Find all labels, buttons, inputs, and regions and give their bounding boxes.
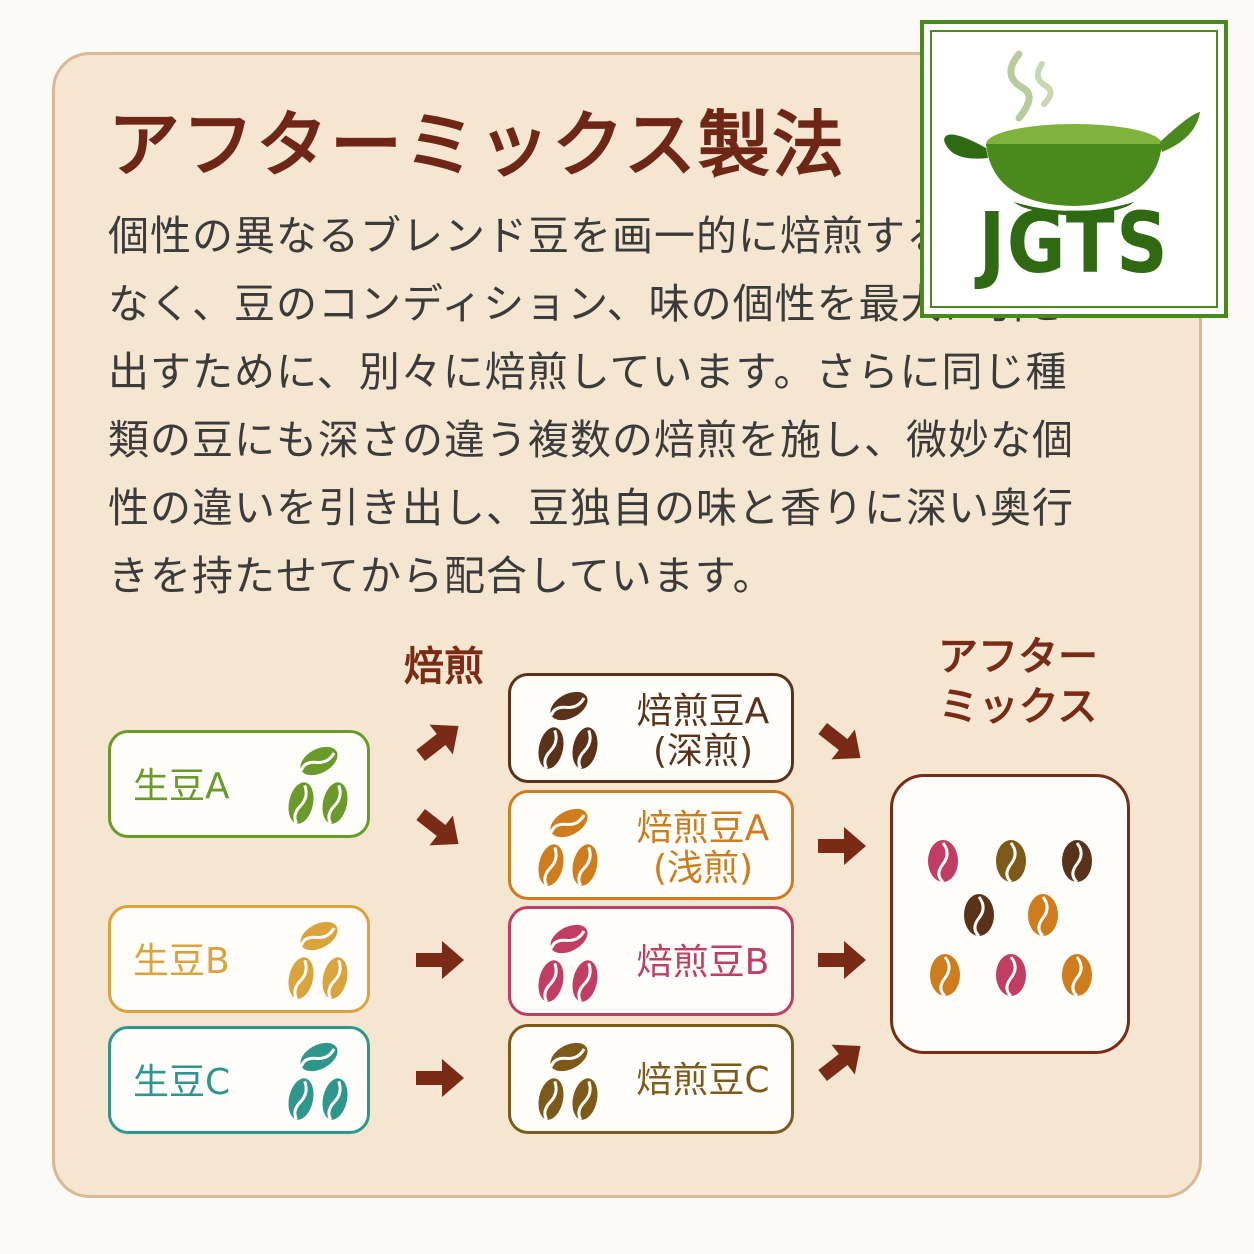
roasted-bean-name: 焙煎豆A [636,808,770,849]
bean-icon [538,1078,564,1121]
bean-icon [572,1078,598,1121]
roasted-bean-a-dark-box: 焙煎豆A (深煎) [508,673,794,783]
mixed-beans-icon [928,840,1092,998]
bean-icon [538,844,564,887]
description-line: 出すために、別々に焙煎しています。さらに同じ種 [108,348,1068,396]
bean-icon [322,957,348,1000]
aftermix-heading-line1: アフター [938,634,1098,680]
beans-icon [288,1042,348,1121]
green-bean-a-box: 生豆A [108,730,370,838]
bean-icon [288,1078,314,1121]
description-line: きを持たせてから配合しています。 [108,552,775,600]
aftermix-heading-line2: ミックス [938,684,1098,730]
bean-icon [299,746,338,776]
beans-icon [538,808,598,887]
bean-icon [288,957,314,1000]
bean-icon [549,1042,588,1072]
bean-icon [1062,954,1092,998]
green-bean-c-box: 生豆C [108,1026,370,1134]
bean-icon [538,960,564,1003]
roasted-bean-roast-level: (深煎) [652,731,754,772]
roasted-bean-name: 焙煎豆B [636,942,770,983]
roasted-bean-label: 焙煎豆A (浅煎) [623,809,783,889]
green-bean-label: 生豆B [133,941,230,982]
beans-icon [538,1042,598,1121]
bean-icon [1028,894,1058,938]
roast-heading: 焙煎 [404,644,484,690]
beans-icon [538,691,598,770]
bean-icon [549,691,588,721]
jgts-logo: JGTS [920,20,1228,318]
bean-icon [1062,840,1092,884]
description-line: 類の豆にも深さの違う複数の焙煎を施し、微妙な個 [108,416,1074,464]
beans-icon [538,924,598,1003]
roasted-bean-name: 焙煎豆C [636,1060,770,1101]
roasted-bean-label: 焙煎豆A (深煎) [623,692,783,772]
description-line: 性の違いを引き出し、豆独自の味と香りに深い奥行 [108,484,1074,532]
bean-icon [930,954,960,998]
tea-cup-icon [944,50,1200,216]
bean-icon [288,782,314,825]
green-bean-label: 生豆C [133,1062,231,1103]
bean-icon [549,808,588,838]
roasted-bean-name: 焙煎豆A [636,691,770,732]
roasted-bean-b-box: 焙煎豆B [508,906,794,1016]
beans-icon [288,746,348,825]
description-text: 個性の異なるブレンド豆を画一的に焙煎するので なく、豆のコンディション、味の個性… [108,202,1148,610]
bean-icon [572,844,598,887]
logo-text: JGTS [978,194,1170,292]
bean-icon [549,924,588,954]
bean-icon [572,727,598,770]
aftermix-box [890,774,1130,1054]
description-line: なく、豆のコンディション、味の個性を最大に引き [108,280,1069,328]
bean-icon [322,782,348,825]
bean-icon [572,960,598,1003]
bean-icon [928,840,958,884]
beans-icon [288,921,348,1000]
green-bean-b-box: 生豆B [108,905,370,1013]
description-line: 個性の異なるブレンド豆を画一的に焙煎するので [108,212,1032,260]
bean-icon [538,727,564,770]
page-title: アフターミックス製法 [108,103,846,187]
roasted-bean-a-light-box: 焙煎豆A (浅煎) [508,790,794,900]
green-bean-label: 生豆A [133,766,230,807]
bean-icon [964,894,994,938]
roasted-bean-roast-level: (浅煎) [652,848,754,889]
bean-icon [996,840,1026,884]
bean-icon [299,921,338,951]
bean-icon [299,1042,338,1072]
bean-icon [322,1078,348,1121]
roasted-bean-c-box: 焙煎豆C [508,1024,794,1134]
bean-icon [996,954,1026,998]
aftermix-heading: アフター ミックス [918,632,1118,732]
